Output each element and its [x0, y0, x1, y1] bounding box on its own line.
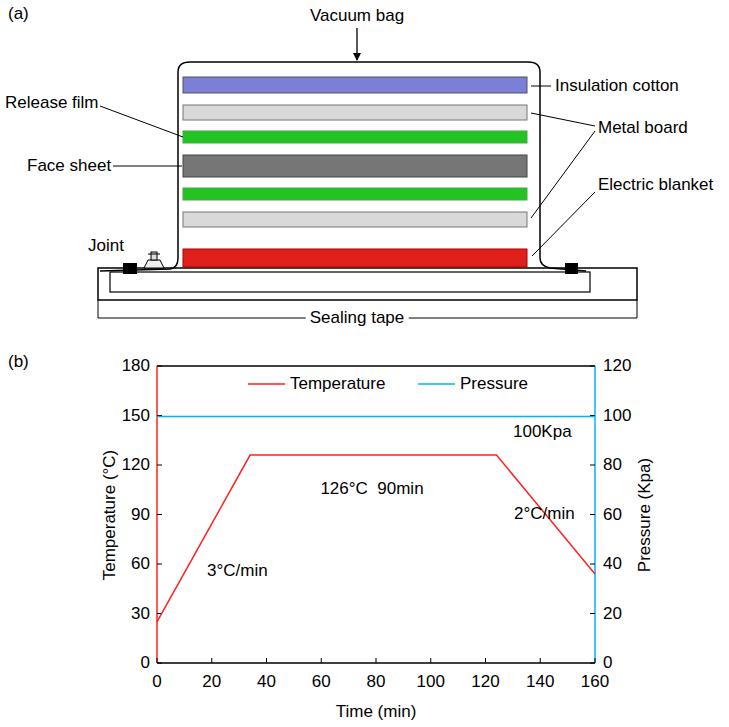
panel-label: (b) [8, 353, 29, 372]
tool-base [98, 268, 637, 300]
tick-label: 160 [581, 673, 609, 692]
tick-mark [590, 465, 595, 466]
part-name: Sealing tape [306, 309, 409, 328]
leader-arrow [356, 28, 357, 60]
tick-label: 20 [603, 604, 622, 623]
tick-mark [157, 514, 162, 515]
legend-text: Pressure [460, 375, 528, 394]
leader-line [531, 86, 551, 87]
leader-line [531, 131, 595, 218]
leader-line [637, 300, 638, 318]
legend-sample [418, 383, 455, 385]
part-name: Face sheet [27, 157, 111, 176]
tick-label: 90 [131, 505, 150, 524]
axis-title: Temperature (°C) [101, 450, 120, 581]
tick-mark [590, 564, 595, 565]
tick-mark [540, 658, 541, 663]
tick-mark [157, 658, 158, 663]
annotation: 3°C/min [207, 562, 268, 581]
leader-line [100, 106, 183, 137]
axis-title: Pressure (Kpa) [636, 458, 655, 572]
tick-label: 20 [202, 673, 221, 692]
tick-label: 140 [526, 673, 554, 692]
tick-mark [590, 366, 595, 367]
annotation: 126°C 90min [320, 480, 423, 499]
release-film [183, 131, 527, 143]
temperature-line [157, 455, 595, 622]
annotation: 2°C/min [514, 505, 575, 524]
tick-mark [376, 658, 377, 663]
tick-mark [157, 663, 162, 664]
part-name: Insulation cotton [555, 77, 679, 96]
tick-label: 120 [471, 673, 499, 692]
tick-mark [157, 465, 162, 466]
tick-label: 120 [122, 456, 150, 475]
tick-label: 0 [141, 654, 150, 673]
metal-board [183, 212, 527, 227]
tick-label: 150 [122, 406, 150, 425]
chart-frame [157, 366, 595, 663]
leader-line [531, 113, 595, 126]
part-name: Release film [5, 94, 99, 113]
tick-mark [321, 658, 322, 663]
tick-label: 100 [603, 406, 631, 425]
legend-text: Temperature [290, 375, 385, 394]
vacuum-bag [100, 62, 586, 271]
tick-mark [595, 658, 596, 663]
tool-plate [110, 272, 590, 292]
tick-label: 0 [152, 673, 161, 692]
tick-label: 30 [131, 604, 150, 623]
tick-label: 40 [257, 673, 276, 692]
tick-label: 60 [603, 505, 622, 524]
part-name: Vacuum bag [310, 7, 404, 26]
leader-line [532, 192, 595, 256]
tick-mark [590, 663, 595, 664]
leader-line [113, 166, 182, 167]
leader-line [98, 300, 99, 318]
joint-fitting [144, 252, 164, 268]
part-name: Joint [88, 237, 124, 256]
release-film [183, 188, 527, 200]
axis-title: Time (min) [336, 703, 417, 722]
tick-label: 120 [603, 357, 631, 376]
sealing-tape [123, 263, 137, 274]
tick-label: 100 [417, 673, 445, 692]
legend-sample [248, 383, 285, 385]
tick-label: 80 [367, 673, 386, 692]
tick-mark [211, 658, 212, 663]
tick-mark [430, 658, 431, 663]
annotation: 100Kpa [513, 423, 572, 442]
part-name: Metal board [598, 119, 688, 138]
panel-label: (a) [8, 5, 29, 24]
tick-label: 40 [603, 555, 622, 574]
axis-ticks [157, 366, 595, 663]
tick-label: 60 [312, 673, 331, 692]
tick-mark [590, 514, 595, 515]
tick-mark [485, 658, 486, 663]
tick-label: 0 [603, 654, 612, 673]
tick-mark [157, 366, 162, 367]
tick-mark [590, 613, 595, 614]
tick-label: 80 [603, 456, 622, 475]
tick-label: 180 [122, 357, 150, 376]
pressure-line [157, 416, 595, 418]
metal-board [183, 105, 527, 120]
tick-mark [266, 658, 267, 663]
part-name: Electric blanket [598, 176, 713, 195]
electric-blanket [183, 249, 527, 267]
sealing-tape [565, 263, 578, 274]
face-sheet [183, 155, 527, 177]
insulation-cotton [183, 77, 527, 93]
tick-label: 60 [131, 555, 150, 574]
tick-mark [157, 564, 162, 565]
